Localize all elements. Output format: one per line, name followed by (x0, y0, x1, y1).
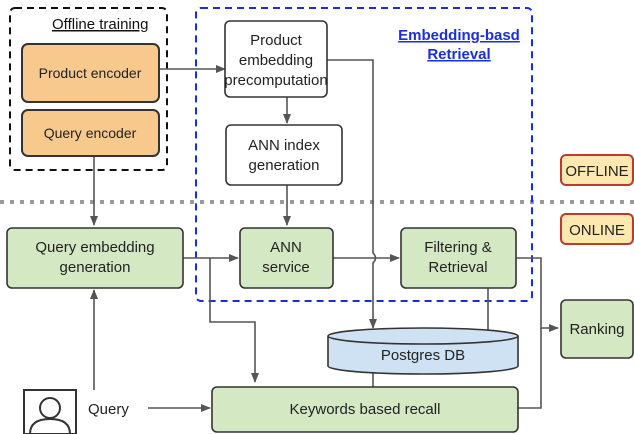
offline-tag: OFFLINE (560, 154, 634, 186)
query-encoder-label: Query encoder (44, 125, 137, 141)
ann-service-line2: service (262, 259, 310, 276)
query-embedding-line2: generation (60, 259, 131, 276)
filtering-node: Filtering & Retrieval (400, 227, 517, 289)
offline-training-frame (9, 7, 168, 171)
embedding-retrieval-title-line2: Retrieval (427, 46, 490, 63)
edge-query-embedding-to-keywords (209, 258, 259, 383)
postgres-node: Postgres DB (327, 327, 519, 375)
offline-tag-label: OFFLINE (565, 163, 628, 180)
ranking-label: Ranking (569, 321, 624, 338)
ann-index-node: ANN index generation (225, 124, 343, 186)
query-label: Query (88, 401, 129, 418)
product-encoder-node: Product encoder (21, 43, 160, 103)
keywords-label: Keywords based recall (290, 401, 441, 418)
product-encoder-label: Product encoder (39, 65, 142, 81)
filtering-line1: Filtering & (424, 239, 492, 256)
query-user: Query (23, 389, 129, 434)
postgres-label: Postgres DB (381, 347, 465, 364)
keywords-node: Keywords based recall (211, 386, 519, 433)
ann-service-line1: ANN (270, 239, 302, 256)
online-tag-label: ONLINE (569, 222, 625, 239)
product-embedding-line2: embedding (239, 52, 313, 69)
connectors (90, 59, 559, 412)
product-embedding-line1: Product (250, 32, 303, 49)
embedding-retrieval-title-line1: Embedding-basd (398, 27, 520, 44)
ann-index-line1: ANN index (248, 137, 320, 154)
edge-filtering-to-ranking (516, 257, 559, 332)
product-embedding-line3: precomputation (224, 72, 327, 89)
query-encoder-node: Query encoder (21, 109, 160, 157)
embedding-retrieval-frame (195, 7, 533, 302)
offline-training-title: Offline training (52, 16, 148, 33)
query-embedding-line1: Query embedding (35, 239, 154, 256)
query-embedding-node: Query embedding generation (6, 227, 184, 289)
product-embedding-node: Product embedding precomputation (224, 20, 328, 98)
ranking-node: Ranking (560, 299, 634, 359)
embedding-retrieval-group: Embedding-basd Retrieval (195, 7, 533, 302)
online-tag: ONLINE (560, 213, 634, 245)
user-icon (23, 389, 77, 434)
edge-precompute-to-postgres (327, 59, 377, 329)
filtering-line2: Retrieval (428, 259, 487, 276)
edge-keywords-to-ranking (518, 328, 542, 409)
offline-training-group: Offline training (9, 7, 168, 171)
ann-service-node: ANN service (239, 227, 334, 289)
ann-index-line2: generation (249, 157, 320, 174)
